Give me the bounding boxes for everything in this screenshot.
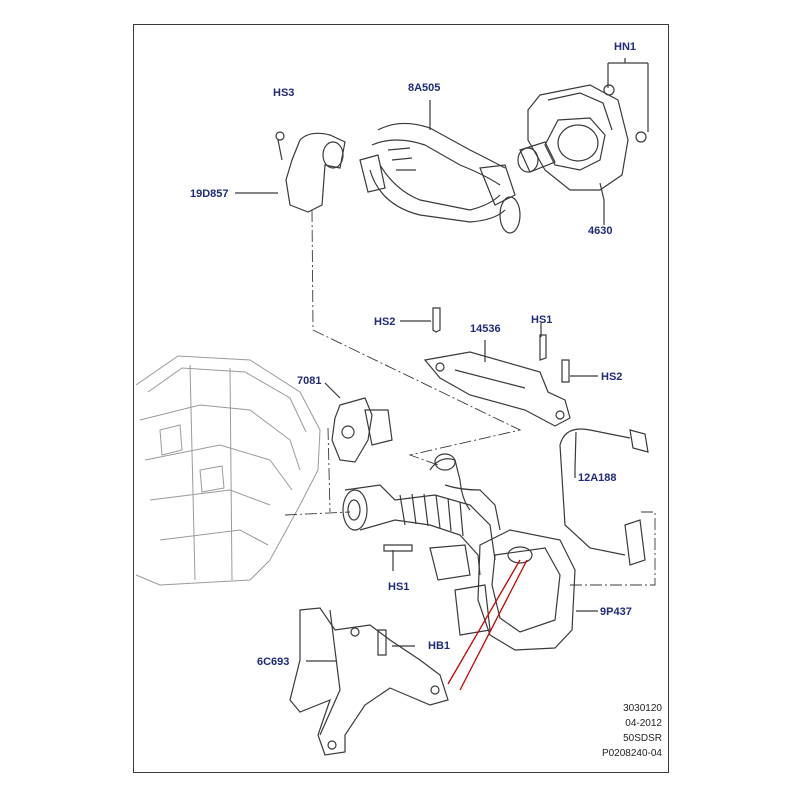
hn1-leader bbox=[607, 58, 649, 132]
callout-19d857: 19D857 bbox=[190, 188, 229, 200]
callout-hs2-right: HS2 bbox=[601, 371, 623, 383]
elbow-19d857 bbox=[235, 131, 346, 213]
footer-line-2: 04-2012 bbox=[625, 718, 662, 729]
footer-reference-block: 3030120 04-2012 50SDSR P0208240-04 bbox=[602, 703, 662, 760]
callout-hb1: HB1 bbox=[428, 640, 451, 652]
gasket-14536 bbox=[423, 340, 571, 427]
red-highlight bbox=[447, 559, 528, 691]
bolts bbox=[377, 307, 570, 656]
callout-hs2-top: HS2 bbox=[374, 316, 396, 328]
callout-6c693: 6C693 bbox=[257, 656, 290, 668]
sensor-lead-12a188 bbox=[559, 428, 649, 566]
callout-hs3: HS3 bbox=[273, 87, 295, 99]
callout-9p437: 9P437 bbox=[600, 606, 632, 618]
engine-block-outline bbox=[135, 355, 321, 586]
callout-12a188: 12A188 bbox=[578, 472, 617, 484]
callout-hn1: HN1 bbox=[614, 41, 637, 53]
hose-8a505 bbox=[359, 100, 521, 234]
callout-14536: 14536 bbox=[470, 323, 501, 335]
leaders bbox=[306, 320, 598, 662]
callout-8a505: 8A505 bbox=[408, 82, 441, 94]
egr-pipe bbox=[342, 453, 501, 576]
gasket-7081 bbox=[331, 397, 393, 463]
alignment-lines bbox=[284, 209, 656, 586]
egr-valve-4630 bbox=[517, 84, 647, 225]
callout-hs1-bottom: HS1 bbox=[388, 581, 410, 593]
callout-7081: 7081 bbox=[297, 375, 322, 387]
footer-line-1: 3030120 bbox=[623, 703, 662, 714]
cooler-9p437 bbox=[429, 529, 576, 651]
bracket-6c693 bbox=[289, 607, 449, 756]
callout-4630: 4630 bbox=[588, 225, 613, 237]
callout-hs1-top: HS1 bbox=[531, 314, 553, 326]
footer-line-3: 50SDSR bbox=[623, 733, 662, 744]
footer-line-4: P0208240-04 bbox=[601, 748, 662, 759]
